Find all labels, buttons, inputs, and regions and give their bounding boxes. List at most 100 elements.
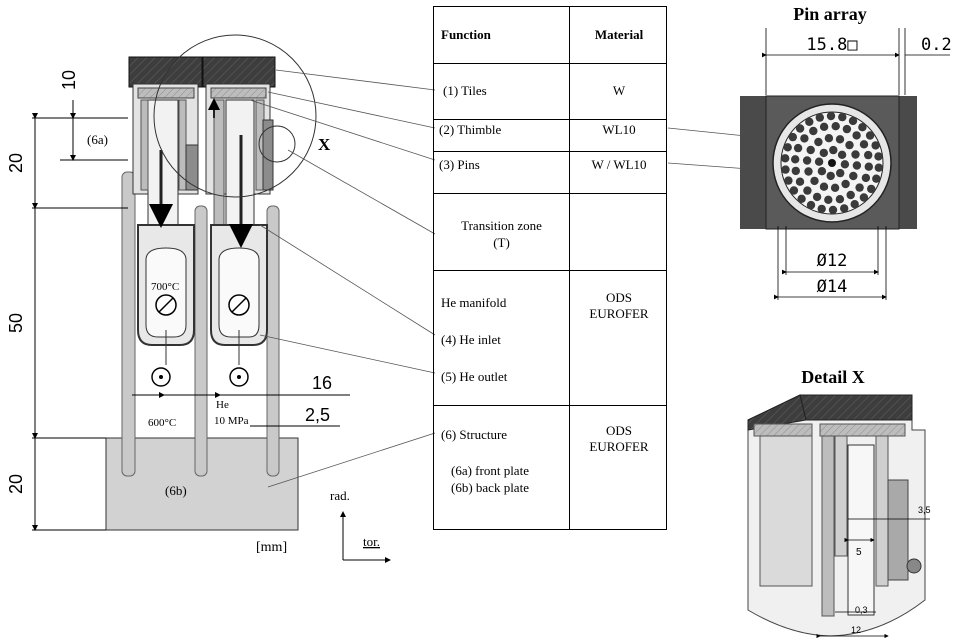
detail-circle-large: [153, 34, 317, 198]
pin: [861, 173, 871, 183]
pin: [852, 161, 862, 170]
leader-lines: [249, 69, 791, 488]
label-6b: (6b): [165, 483, 187, 498]
dimension-20-top: 20: [6, 153, 26, 173]
tile-left: [128, 56, 203, 88]
table-row-thimble-function: (2) Thimble: [439, 122, 502, 137]
pin-array-title: Pin array: [793, 4, 867, 24]
pin: [874, 163, 883, 172]
pin: [830, 183, 840, 192]
pin: [826, 111, 836, 121]
pin: [800, 134, 809, 143]
function-material-table: Function Material (1) Tiles W (2) Thimbl…: [433, 6, 667, 530]
pin: [872, 174, 881, 183]
detail-x-dim-5: 5: [856, 547, 862, 558]
detail-x-dim-3-5: 3,5: [918, 505, 931, 515]
pin-array-tile-right-edge: [899, 96, 917, 229]
pin-array-dim-d12: Ø12: [817, 251, 848, 271]
pin-array-dim-d14: Ø14: [817, 277, 848, 297]
table-row-pins-function: (3) Pins: [439, 157, 480, 172]
pin: [846, 190, 855, 200]
pin: [781, 154, 790, 163]
pin: [842, 124, 852, 134]
pin: [838, 112, 847, 122]
pin: [867, 184, 876, 194]
pin: [791, 155, 800, 164]
pin: [855, 183, 864, 192]
pin: [831, 122, 840, 131]
table-row-transition-function-2: (T): [493, 235, 510, 250]
pin: [795, 177, 805, 186]
pin: [791, 166, 800, 176]
temp-600: 600°C: [148, 417, 176, 429]
pin-array-dim-gap: 0.2: [921, 35, 952, 55]
table-row-thimble-material: WL10: [602, 122, 636, 137]
table-column-divider: [569, 7, 570, 529]
axis-tor-label: tor.: [363, 534, 380, 549]
pin: [814, 137, 823, 147]
table-row-pins-material: W / WL10: [591, 157, 647, 172]
pin: [803, 186, 812, 195]
table-row-divider: [434, 151, 666, 152]
pin-array-drawing: Pin array 15.8□ 0.2 Ø12 Ø14: [740, 4, 952, 300]
table-row-structure-front: (6a) front plate: [451, 463, 529, 478]
table-row-structure-material-2: EUROFER: [589, 439, 649, 454]
detail-x-drawing: Detail X 3,5 5 0,3 12: [747, 367, 931, 639]
axes-indicator: [340, 511, 391, 563]
pin: [840, 204, 849, 213]
table-row-manifold-inlet: (4) He inlet: [441, 332, 501, 347]
table-row-transition-function: Transition zone: [461, 218, 542, 233]
pin: [824, 195, 833, 204]
table-row-structure-back: (6b) back plate: [451, 480, 529, 495]
pin: [837, 150, 847, 159]
pin: [819, 148, 828, 158]
pin: [864, 150, 873, 160]
pin: [864, 162, 873, 171]
structure-rod-3: [266, 205, 280, 477]
pin: [809, 126, 818, 136]
pin: [812, 192, 822, 202]
pin: [804, 167, 813, 176]
detail-x-dim-12: 12: [851, 625, 861, 635]
pin: [835, 135, 845, 144]
detail-x-dim-0-3: 0,3: [855, 605, 868, 615]
table-row-divider: [434, 63, 666, 64]
left-cross-section: [32, 34, 791, 563]
pin: [797, 194, 806, 203]
pin: [874, 152, 883, 161]
pin: [851, 150, 860, 159]
pin: [865, 131, 875, 140]
units-label: [mm]: [256, 540, 287, 555]
axis-rad-label: rad.: [330, 488, 350, 503]
table-row-manifold-function: He manifold: [441, 295, 507, 310]
pin: [850, 200, 859, 209]
pin: [840, 160, 850, 169]
dimension-50: 50: [6, 313, 26, 333]
pin-center: [828, 159, 836, 167]
pin: [817, 167, 827, 176]
left-drawing-labels: 10 20 50 20 (6a) (6b) X 700°C 600°C He 1…: [6, 70, 380, 555]
detail-x-title: Detail X: [801, 367, 864, 387]
table-row-divider: [434, 119, 666, 120]
thimble-unit-left: [132, 83, 199, 387]
pin-array-tile-left-edge: [740, 96, 770, 229]
pressure-label: 10 MPa: [214, 415, 249, 427]
pins-group: [781, 111, 883, 215]
pin: [836, 168, 845, 178]
thimble-unit-right: [205, 83, 274, 387]
structure-rod-1: [121, 171, 136, 477]
label-6a: (6a): [87, 132, 108, 147]
table-row-tiles-material: W: [612, 83, 626, 98]
pin: [783, 143, 792, 152]
table-row-manifold-material-2: EUROFER: [589, 306, 649, 321]
he-label: He: [216, 399, 229, 411]
temp-700: 700°C: [151, 281, 179, 293]
label-x: X: [318, 135, 331, 154]
pin: [814, 157, 824, 166]
pin: [819, 122, 829, 131]
dimension-16: 16: [312, 373, 332, 393]
pin: [805, 117, 814, 127]
table-row-divider: [434, 270, 666, 271]
table-row-tiles-function: (1) Tiles: [443, 83, 487, 98]
